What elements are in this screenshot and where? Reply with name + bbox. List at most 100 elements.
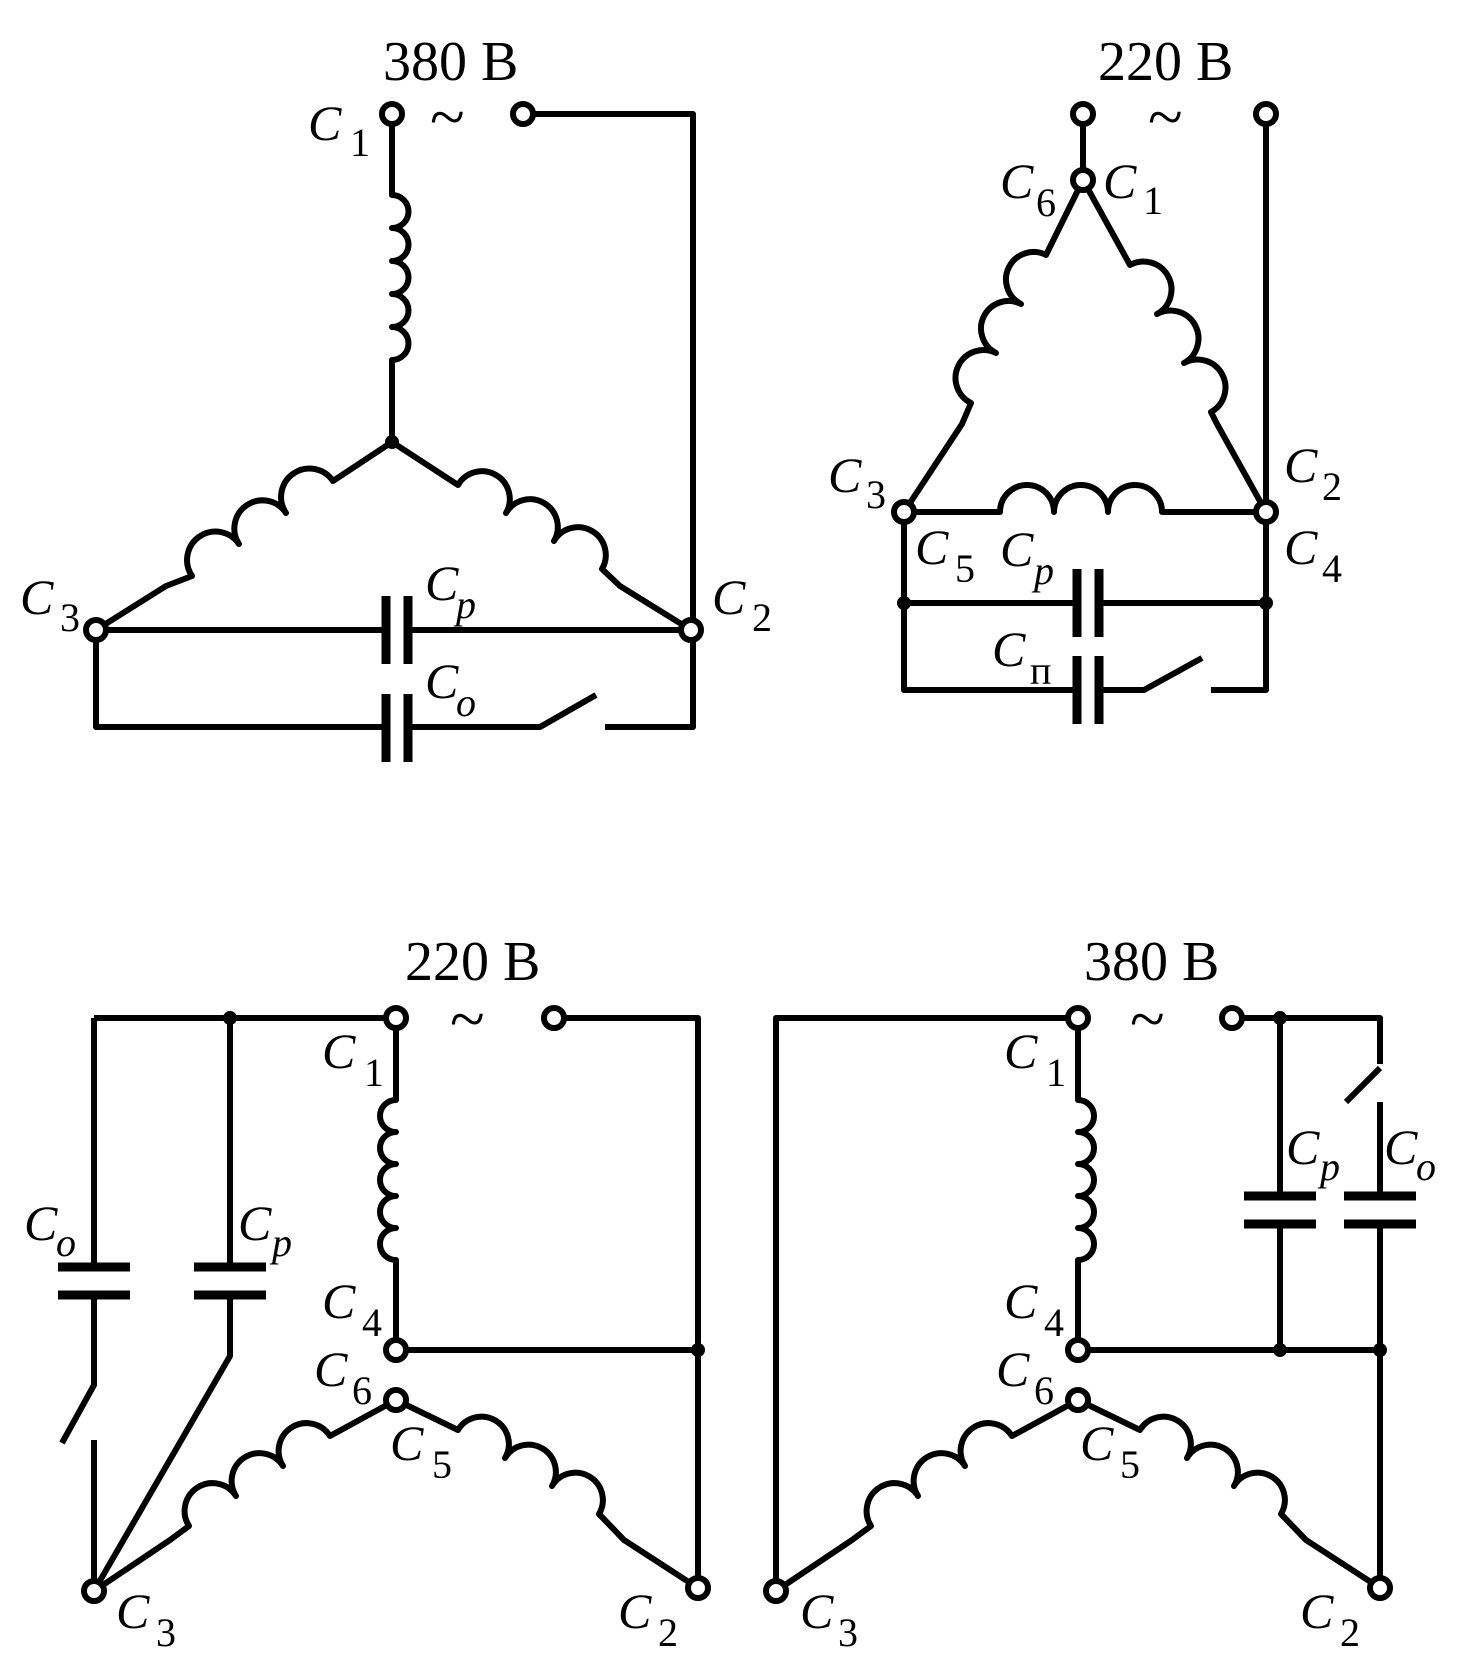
svg-text:o: o: [456, 680, 476, 725]
winding-c5-c2: [1076, 1397, 1382, 1591]
supply-terminal-2: [1253, 101, 1279, 127]
terminal-c6-c1: [1070, 167, 1096, 193]
svg-text:4: 4: [362, 1300, 382, 1345]
label-cp: C p: [238, 1195, 292, 1265]
capacitor-co: [58, 1262, 130, 1300]
label-c4: C 4: [322, 1273, 382, 1345]
label-c1: C 1: [322, 1023, 384, 1095]
ac-symbol: ~: [430, 81, 465, 152]
supply-terminal-1: [1070, 101, 1096, 127]
svg-text:C: C: [1284, 519, 1318, 575]
svg-text:3: 3: [866, 472, 886, 517]
terminal-c2: [685, 1575, 711, 1601]
terminal-c3-c5: [891, 499, 917, 525]
label-c5: C 5: [390, 1415, 452, 1487]
svg-text:C: C: [1384, 1119, 1418, 1175]
svg-text:C: C: [24, 1195, 58, 1251]
svg-text:o: o: [56, 1220, 76, 1265]
svg-text:p: p: [269, 1220, 292, 1265]
svg-text:C: C: [915, 519, 949, 575]
winding-c1: [389, 120, 412, 442]
svg-text:p: p: [1031, 548, 1054, 593]
label-c4: C 4: [1004, 1273, 1064, 1345]
label-co: C o: [1384, 1119, 1436, 1189]
svg-text:C: C: [425, 555, 459, 611]
winding-c1-c2: [1080, 178, 1269, 514]
label-c6: C 6: [314, 1341, 372, 1413]
capacitor-branch-wires: [901, 512, 1269, 693]
svg-text:C: C: [1004, 1023, 1038, 1079]
ac-symbol: ~: [1130, 983, 1165, 1054]
supply-wire-c2: [533, 111, 696, 630]
terminal-c1: [379, 101, 405, 127]
label-c2: C 2: [618, 1583, 678, 1655]
capacitor-cpi: [1072, 656, 1104, 724]
svg-text:4: 4: [1322, 546, 1342, 591]
svg-text:6: 6: [1034, 1368, 1054, 1413]
svg-text:C: C: [116, 1583, 150, 1639]
capacitor-co: [381, 694, 413, 762]
svg-text:1: 1: [350, 120, 370, 165]
svg-text:4: 4: [1044, 1300, 1064, 1345]
terminal-c1: [383, 1005, 409, 1031]
svg-text:C: C: [1286, 1119, 1320, 1175]
winding-c1-c4: [1075, 1018, 1097, 1350]
svg-text:C: C: [800, 1583, 834, 1639]
svg-text:п: п: [1030, 648, 1051, 693]
diagram-top-left-star-380v: 380 В ~ C 1 C p C o: [20, 31, 772, 762]
svg-text:p: p: [1317, 1144, 1340, 1189]
node-cp-bottom: [1273, 1343, 1287, 1357]
svg-text:C: C: [996, 1341, 1030, 1397]
svg-text:2: 2: [1322, 464, 1342, 509]
terminal-c2: [1367, 1575, 1393, 1601]
svg-text:C: C: [425, 653, 459, 709]
svg-text:C: C: [322, 1273, 356, 1329]
terminal-c2: [678, 617, 704, 643]
svg-text:2: 2: [1340, 1610, 1360, 1655]
label-c3: C 3: [828, 447, 886, 517]
svg-text:C: C: [1103, 153, 1137, 209]
svg-text:C: C: [1004, 1273, 1038, 1329]
svg-text:C: C: [712, 569, 746, 625]
supply-wire-right: [554, 1015, 701, 1588]
supply-terminal: [1219, 1005, 1245, 1031]
svg-text:o: o: [1416, 1144, 1436, 1189]
voltage-label: 220 В: [405, 931, 540, 993]
svg-text:5: 5: [432, 1442, 452, 1487]
label-c2: C 2: [1284, 437, 1342, 509]
capacitor-cp: [1244, 1191, 1316, 1229]
svg-text:C: C: [390, 1415, 424, 1471]
terminal-c6: [1065, 1387, 1091, 1413]
label-c5: C 5: [1080, 1415, 1140, 1487]
winding-c5-c2: [394, 1397, 700, 1591]
capacitor-co-wire: [93, 630, 696, 730]
terminal-c4: [383, 1337, 409, 1363]
node-right: [1259, 596, 1273, 610]
label-cp: C p: [1286, 1119, 1340, 1189]
label-c1: C 1: [1103, 153, 1163, 223]
voltage-label: 380 В: [383, 31, 518, 93]
svg-text:1: 1: [364, 1050, 384, 1095]
svg-text:6: 6: [1036, 180, 1056, 225]
svg-text:p: p: [453, 582, 476, 627]
supply-terminal: [541, 1005, 567, 1031]
capacitor-co: [1344, 1191, 1416, 1229]
terminal-c1: [1065, 1005, 1091, 1031]
svg-text:5: 5: [1120, 1442, 1140, 1487]
svg-text:3: 3: [156, 1610, 176, 1655]
svg-text:C: C: [1300, 1583, 1334, 1639]
ac-symbol: ~: [1148, 81, 1183, 152]
winding-c6-c3: [774, 1397, 1080, 1594]
svg-text:3: 3: [60, 595, 80, 640]
svg-text:1: 1: [1143, 178, 1163, 223]
label-c2: C 2: [1300, 1583, 1360, 1655]
voltage-label: 220 В: [1098, 31, 1233, 93]
winding-c3-c2: [904, 482, 1266, 515]
node-right: [691, 1343, 705, 1357]
terminal-c3: [81, 1578, 107, 1604]
svg-text:C: C: [1080, 1415, 1114, 1471]
ac-symbol: ~: [450, 983, 485, 1054]
label-cpi: C п: [992, 621, 1051, 693]
label-co: C o: [24, 1195, 76, 1265]
